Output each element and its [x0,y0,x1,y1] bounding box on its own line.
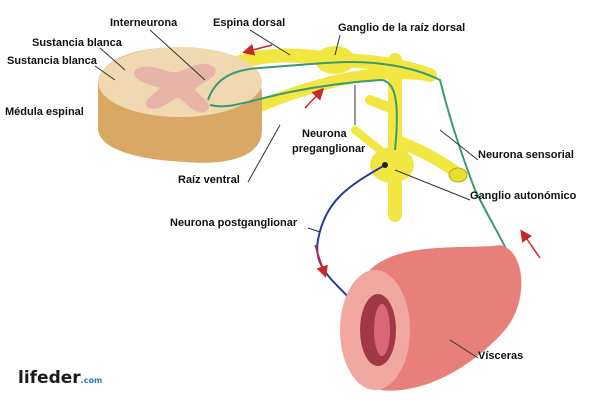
label-white-matter-2: Sustancia blanca [7,55,97,67]
label-postganglionic: Neurona postganglionar [170,217,298,229]
preganglionic-neuron-path [209,78,398,151]
label-preganglionic-2: preganglionar [292,143,366,155]
label-dorsal-spine: Espina dorsal [213,17,286,29]
label-sensory-neuron: Neurona sensorial [478,149,574,161]
label-viscera: Vísceras [478,350,524,362]
direction-arrows [242,43,541,278]
spinal-cord-section [98,47,262,163]
postganglionic-neuron-path [316,164,386,306]
label-autonomic-ganglion: Ganglio autonómico [470,190,577,202]
label-ventral-root: Raíz ventral [178,174,240,186]
label-interneuron: Interneurona [110,17,178,29]
label-dorsal-root-ganglion: Ganglio de la raíz dorsal [338,22,466,34]
label-spinal-cord: Médula espinal [5,106,84,118]
lifeder-logo: lifeder.com [18,368,103,388]
label-white-matter-1: Sustancia blanca [32,37,122,49]
viscera-shape [340,245,522,391]
label-preganglionic-1: Neurona [302,128,347,140]
leader-lines [94,29,479,359]
sensory-neuron-path [207,60,519,281]
dorsal-root-ganglion-shape [315,46,355,74]
autonomic-ganglion-shape [370,147,414,183]
